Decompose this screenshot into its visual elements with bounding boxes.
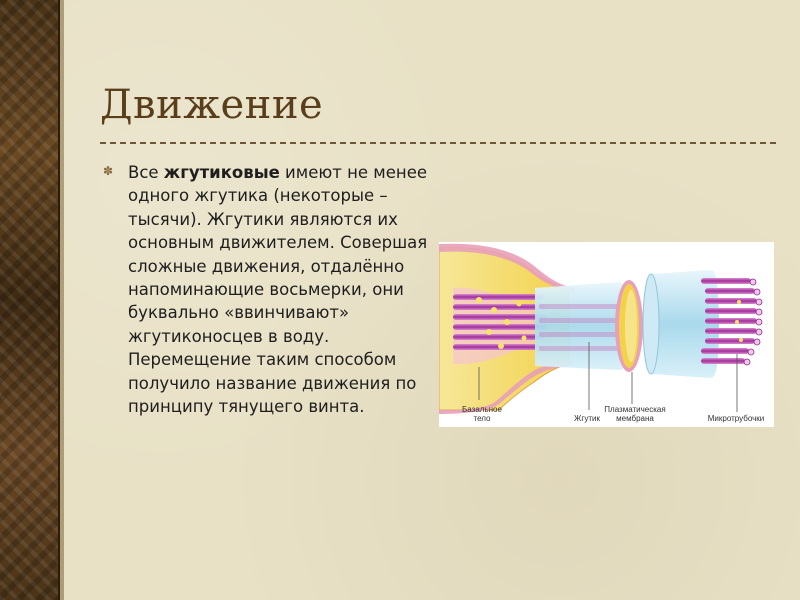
label-basal-body: Базальное тело	[462, 405, 502, 423]
bullet-icon: ✽	[103, 164, 114, 178]
basal-body	[453, 287, 547, 365]
label-plasma-membrane: Плазматическая мембрана	[604, 405, 666, 423]
body-paragraph: Все жгутиковые имеют не менее одного жгу…	[128, 161, 438, 418]
body-text-rest: имеют не менее одного жгутика (некоторые…	[128, 163, 428, 417]
title-divider	[100, 142, 776, 144]
flagellum-diagram: Базальное тело Жгутик Плазматическая мем…	[439, 242, 774, 427]
sidebar-edge	[60, 0, 64, 600]
decorative-sidebar	[0, 0, 60, 600]
label-microtubules: Микротрубочки	[707, 414, 765, 423]
microtubules-bundle	[701, 278, 763, 366]
label-flagellum: Жгутик	[574, 414, 600, 423]
body-text-bold: жгутиковые	[163, 163, 280, 182]
slide-title: Движение	[100, 82, 324, 128]
flagellum-tube	[535, 282, 629, 370]
body-text-start: Все	[128, 163, 164, 182]
flagellum-illustration	[439, 243, 763, 414]
